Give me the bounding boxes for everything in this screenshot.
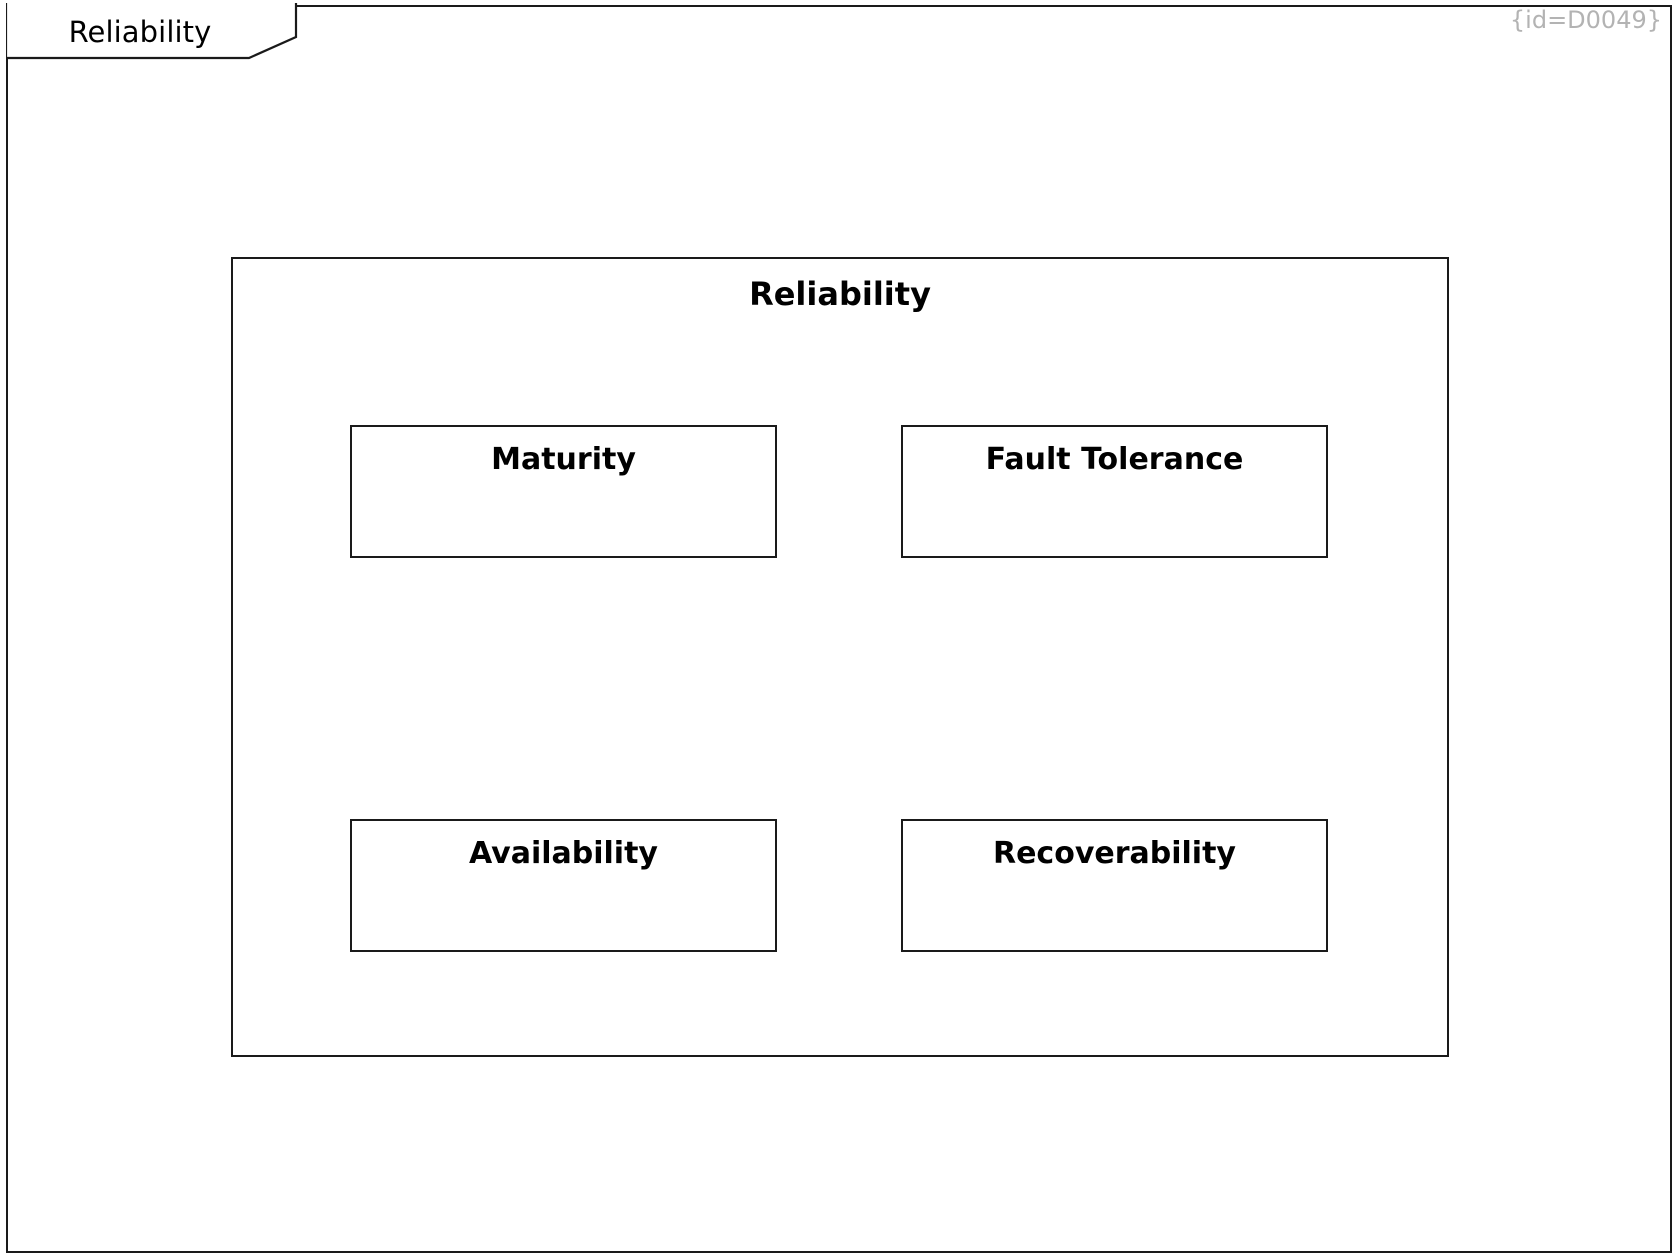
- node-label: Availability: [469, 836, 658, 871]
- container-title: Reliability: [749, 275, 931, 313]
- node-maturity[interactable]: Maturity: [350, 425, 777, 558]
- uml-frame-border: [6, 5, 1672, 1253]
- node-label: Fault Tolerance: [985, 442, 1244, 477]
- node-fault-tolerance[interactable]: Fault Tolerance: [901, 425, 1328, 558]
- node-label: Maturity: [491, 442, 636, 477]
- node-recoverability[interactable]: Recoverability: [901, 819, 1328, 952]
- frame-name-tab: Reliability: [6, 3, 298, 60]
- node-label: Recoverability: [992, 836, 1236, 871]
- node-availability[interactable]: Availability: [350, 819, 777, 952]
- frame-tab-label: Reliability: [68, 14, 212, 49]
- frame-id-annotation: {id=D0049}: [1509, 6, 1662, 34]
- frame-tab-outline-icon: [6, 3, 298, 60]
